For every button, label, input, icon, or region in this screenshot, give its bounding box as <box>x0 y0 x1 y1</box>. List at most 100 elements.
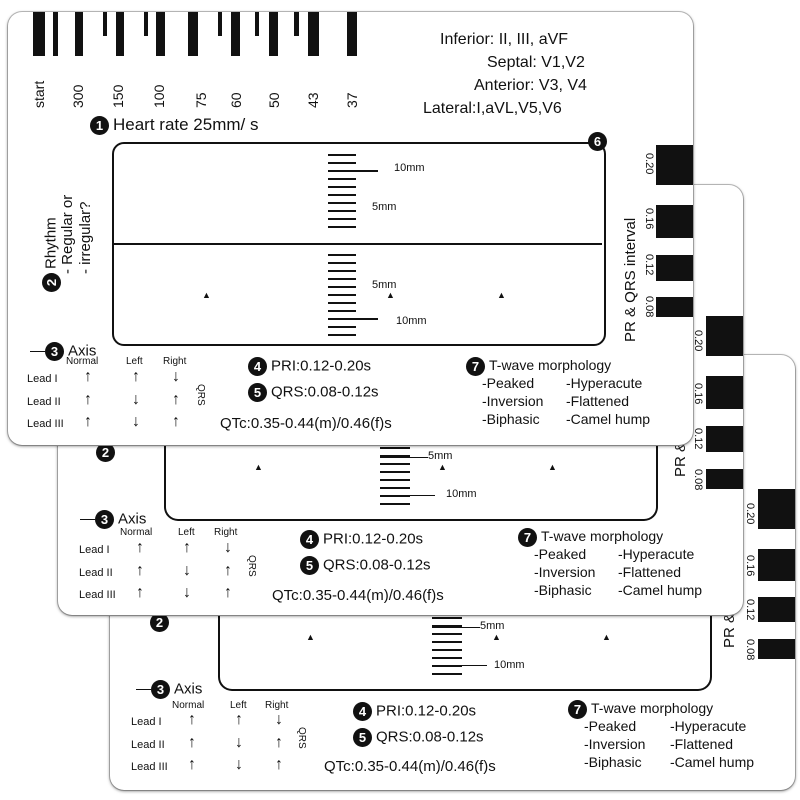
heart-rate-bar <box>347 12 357 56</box>
scale-label-5mm-upper: 5mm <box>372 201 397 213</box>
triangle-marker: ▲ <box>438 462 447 472</box>
heart-rate-label: 75 <box>193 92 209 108</box>
scale-label-10mm-upper: 10mm <box>394 162 425 174</box>
leads-anterior: Anterior: V3, V4 <box>474 77 587 94</box>
heart-rate-bar <box>103 12 107 36</box>
rhythm-question-line-1: - Regular or <box>59 194 76 274</box>
triangle-marker: ▲ <box>492 632 501 642</box>
heart-rate-label: 50 <box>266 92 282 108</box>
axis-lead-i: Lead I <box>27 373 58 385</box>
scale-label-10mm: 10mm <box>494 659 525 671</box>
heart-rate-bar <box>294 12 299 36</box>
qtc-range: QTc:0.35-0.44(m)/0.46(f)s <box>324 758 496 775</box>
rhythm-badge-partial: 2 <box>150 613 173 632</box>
axis-arrow: ↑ <box>84 413 92 430</box>
heart-rate-bar <box>53 12 58 56</box>
heart-rate-bar <box>156 12 165 56</box>
interval-title: PR & QRS interval <box>622 217 639 342</box>
heart-rate-bar <box>33 12 45 56</box>
scale-label-5mm-lower: 5mm <box>372 279 397 291</box>
interval-title-partial: PR & <box>672 441 689 477</box>
axis-arrow: ↑ <box>84 368 92 385</box>
axis-col-right: Right <box>163 356 187 367</box>
heart-rate-bar <box>255 12 259 36</box>
triangle-marker: ▲ <box>306 632 315 642</box>
interval-bar-008 <box>656 297 693 317</box>
rhythm-badge-partial: 2 <box>96 443 119 462</box>
triangle-marker: ▲ <box>254 462 263 472</box>
heart-rate-label: 37 <box>344 92 360 108</box>
rhythm-box <box>164 415 658 521</box>
interval-bar-012 <box>656 255 693 281</box>
heart-rate-label: 43 <box>305 92 321 108</box>
triangle-marker: ▲ <box>548 462 557 472</box>
rhythm-box <box>218 585 712 691</box>
leads-inferior: Inferior: II, III, aVF <box>440 31 569 48</box>
badge-6: 6 <box>588 132 611 151</box>
heart-rate-bar <box>116 12 124 56</box>
heart-rate-label: 100 <box>151 84 167 108</box>
heart-rate-bar <box>75 12 83 56</box>
twave-item: -Camel hump <box>566 411 651 427</box>
triangle-marker: ▲ <box>602 632 611 642</box>
twave-item: -Flattened <box>566 393 630 409</box>
interval-title-partial: PR & <box>721 612 738 648</box>
scale-label-10mm: 10mm <box>446 488 477 500</box>
axis-lead-ii: Lead II <box>27 396 61 408</box>
axis-arrow: ↓ <box>132 413 140 430</box>
triangle-marker: ▲ <box>497 290 506 300</box>
twave-item: -Inversion <box>482 393 544 409</box>
heart-rate-bar <box>308 12 319 56</box>
heart-rate-bar <box>188 12 198 56</box>
interval-value: 0.12 <box>643 254 655 276</box>
axis-col-normal: Normal <box>66 356 99 367</box>
axis-arrow: ↑ <box>84 391 92 408</box>
axis-arrow: ↓ <box>132 391 140 408</box>
leads-lateral: Lateral:I,aVL,V5,V6 <box>423 100 562 117</box>
heart-rate-bar <box>269 12 278 56</box>
leads-septal: Septal: V1,V2 <box>487 54 585 71</box>
axis-qrs-label: QRS <box>195 384 206 406</box>
qtc-range: QTc:0.35-0.44(m)/0.46(f)s <box>272 587 444 604</box>
interval-value: 0.16 <box>643 208 655 230</box>
heart-rate-start-label: start <box>31 80 47 108</box>
heart-rate-label: 150 <box>110 84 126 108</box>
axis-lead-iii: Lead III <box>27 418 64 430</box>
interval-value: 0.08 <box>643 296 655 318</box>
rhythm-question-line-2: - irregular? <box>77 201 94 274</box>
heart-rate-label: 60 <box>228 92 244 108</box>
baseline <box>114 243 602 245</box>
heart-rate-bar <box>231 12 240 56</box>
heart-rate-label: 300 <box>70 84 86 108</box>
scale-label-5mm: 5mm <box>428 450 453 462</box>
axis-arrow: ↑ <box>172 391 180 408</box>
interval-bar-020 <box>656 145 693 185</box>
axis-arrow: ↑ <box>132 368 140 385</box>
heart-rate-bar <box>218 12 222 36</box>
scale-label-5mm: 5mm <box>480 620 505 632</box>
heart-rate-bar <box>144 12 148 36</box>
axis-col-left: Left <box>126 356 143 367</box>
axis-arrow: ↑ <box>172 413 180 430</box>
twave-item: -Hyperacute <box>566 375 643 391</box>
qtc-range: QTc:0.35-0.44(m)/0.46(f)s <box>220 415 392 432</box>
interval-value: 0.20 <box>643 153 655 175</box>
rhythm-box <box>112 142 606 346</box>
scale-label-10mm-lower: 10mm <box>396 315 427 327</box>
twave-item: -Peaked <box>482 375 535 391</box>
triangle-marker: ▲ <box>202 290 211 300</box>
twave-item: -Biphasic <box>482 411 540 427</box>
